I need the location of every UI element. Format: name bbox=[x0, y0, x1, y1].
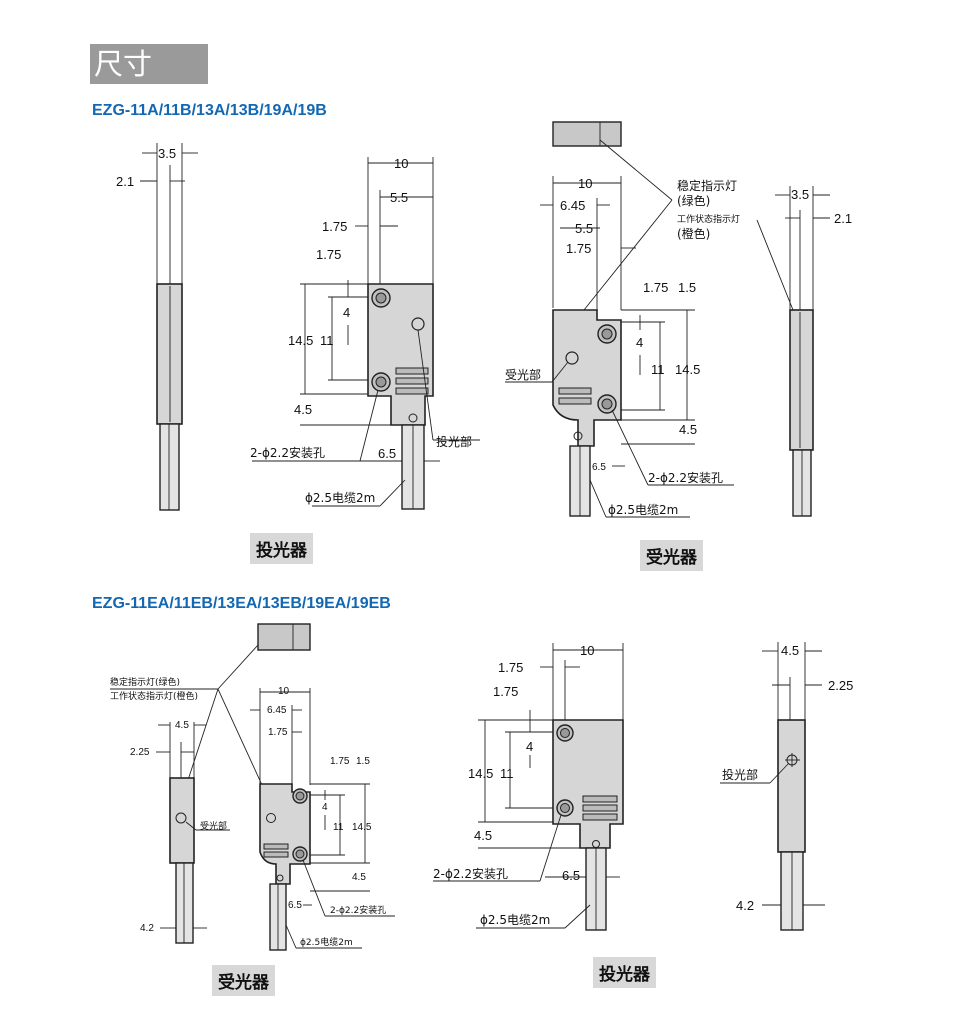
emitter-side-view-1: 3.5 2.1 bbox=[116, 143, 198, 511]
receiver-side-view-1: 3.5 2.1 bbox=[756, 186, 852, 517]
dim-2-25-b: 2.25 bbox=[828, 678, 853, 693]
emitter-side-view-2: 4.5 2.25 投光部 4.2 bbox=[720, 642, 853, 931]
dim-11-a: 11 bbox=[320, 333, 334, 348]
label-orange-1: (橙色) bbox=[677, 226, 710, 241]
dim-2-25-a: 2.25 bbox=[130, 747, 150, 758]
dim-2-1-b: 2.1 bbox=[834, 211, 852, 226]
dim-2-1-a: 2.1 bbox=[116, 174, 134, 189]
dim-1-75-f: 1.75 bbox=[330, 756, 350, 767]
dim-11-d: 11 bbox=[500, 766, 514, 781]
dim-10-c: 10 bbox=[278, 686, 290, 697]
dim-10-a: 10 bbox=[394, 156, 408, 171]
dim-4-5-f: 4.5 bbox=[781, 643, 799, 658]
receiver-side-view-2: 稳定指示灯(绿色) 工作状态指示灯(橙色) 4.5 2.25 受光部 4.2 bbox=[110, 623, 311, 944]
label-mount-hole-4: 2-ϕ2.2安装孔 bbox=[433, 866, 508, 881]
label-stable-led-1: 稳定指示灯 bbox=[677, 178, 737, 193]
dim-3-5-b: 3.5 bbox=[791, 187, 809, 202]
dim-6-5-c: 6.5 bbox=[288, 900, 302, 911]
label-work-led-orange: 工作状态指示灯(橙色) bbox=[110, 690, 198, 702]
label-green-1: (绿色) bbox=[677, 193, 710, 208]
label-stable-led-green: 稳定指示灯(绿色) bbox=[110, 676, 180, 688]
label-emitter-part-2: 投光部 bbox=[722, 767, 758, 782]
dim-4-5-d: 4.5 bbox=[352, 872, 366, 883]
dim-1-75-a: 1.75 bbox=[322, 219, 347, 234]
dim-1-75-c: 1.75 bbox=[566, 241, 591, 256]
dim-1-75-d: 1.75 bbox=[643, 280, 668, 295]
emitter-front-view-2: 10 1.75 1.75 4 14.5 11 4.5 6.5 2-ϕ2.2安装孔 bbox=[433, 643, 624, 931]
dim-10-d: 10 bbox=[580, 643, 594, 658]
label-mount-hole-1: 2-ϕ2.2安装孔 bbox=[250, 445, 325, 460]
dim-4-2-b: 4.2 bbox=[736, 898, 754, 913]
dim-5-5-a: 5.5 bbox=[390, 190, 408, 205]
caption-emitter-1: 投光器 bbox=[250, 533, 313, 564]
label-cable-2: ϕ2.5电缆2m bbox=[608, 503, 678, 517]
label-cable-3: ϕ2.5电缆2m bbox=[300, 936, 353, 948]
label-emitter-part-1: 投光部 bbox=[436, 434, 472, 449]
caption-receiver-2: 受光器 bbox=[212, 965, 275, 996]
dim-4-5-c: 4.5 bbox=[175, 720, 189, 731]
dim-4-c: 4 bbox=[322, 802, 328, 813]
dim-1-75-h: 1.75 bbox=[493, 684, 518, 699]
caption-receiver-1: 受光器 bbox=[640, 540, 703, 571]
caption-emitter-2: 投光器 bbox=[593, 957, 656, 988]
dim-11-c: 11 bbox=[333, 822, 344, 833]
page-title: 尺寸图： bbox=[90, 44, 208, 121]
dim-4-5-e: 4.5 bbox=[474, 828, 492, 843]
dim-6-45-b: 6.45 bbox=[267, 705, 287, 716]
dim-4-5-a: 4.5 bbox=[294, 402, 312, 417]
dim-4-b: 4 bbox=[636, 335, 643, 350]
dim-14-5-c: 14.5 bbox=[352, 822, 372, 833]
label-work-led-1: 工作状态指示灯 bbox=[677, 213, 740, 225]
label-cable-4: ϕ2.5电缆2m bbox=[480, 913, 550, 927]
label-mount-hole-3: 2-ϕ2.2安装孔 bbox=[330, 904, 386, 916]
dim-4-5-b: 4.5 bbox=[679, 422, 697, 437]
label-mount-hole-2: 2-ϕ2.2安装孔 bbox=[648, 470, 723, 485]
dim-6-5-a: 6.5 bbox=[378, 446, 396, 461]
section-title-standard: EZG-11A/11B/13A/13B/19A/19B bbox=[92, 102, 327, 119]
dim-14-5-a: 14.5 bbox=[288, 333, 313, 348]
dim-1-5-b: 1.5 bbox=[356, 756, 370, 767]
dim-1-75-b: 1.75 bbox=[316, 247, 341, 262]
dim-1-75-e: 1.75 bbox=[268, 727, 288, 738]
dim-4-d: 4 bbox=[526, 739, 533, 754]
dim-11-b: 11 bbox=[651, 362, 665, 377]
label-cable-1: ϕ2.5电缆2m bbox=[305, 491, 375, 505]
dim-3-5-a: 3.5 bbox=[158, 146, 176, 161]
receiver-front-view-1: 10 6.45 5.5 1.75 稳定指示灯 (绿色) 工作状态指示灯 (橙色)… bbox=[505, 121, 740, 518]
dim-4-a: 4 bbox=[343, 305, 350, 320]
dim-5-5-b: 5.5 bbox=[575, 221, 593, 236]
label-receiver-part-1: 受光部 bbox=[505, 367, 541, 382]
dim-6-45: 6.45 bbox=[560, 198, 585, 213]
dim-6-5-d: 6.5 bbox=[562, 868, 580, 883]
dim-14-5-b: 14.5 bbox=[675, 362, 700, 377]
emitter-front-view-1: 10 5.5 1.75 1.75 4 14.5 11 4.5 6.5 bbox=[250, 156, 480, 510]
dim-1-5-a: 1.5 bbox=[678, 280, 696, 295]
dim-6-5-b: 6.5 bbox=[592, 462, 606, 473]
receiver-front-view-2: 10 6.45 1.75 1.75 1.5 4 11 14.5 4.5 6.5 bbox=[250, 686, 395, 951]
dim-10-b: 10 bbox=[578, 176, 592, 191]
dim-14-5-d: 14.5 bbox=[468, 766, 493, 781]
dim-1-75-g: 1.75 bbox=[498, 660, 523, 675]
dim-4-2-a: 4.2 bbox=[140, 923, 154, 934]
section-title-e-series: EZG-11EA/11EB/13EA/13EB/19EA/19EB bbox=[92, 595, 391, 612]
label-receiver-part-2: 受光部 bbox=[200, 820, 227, 832]
